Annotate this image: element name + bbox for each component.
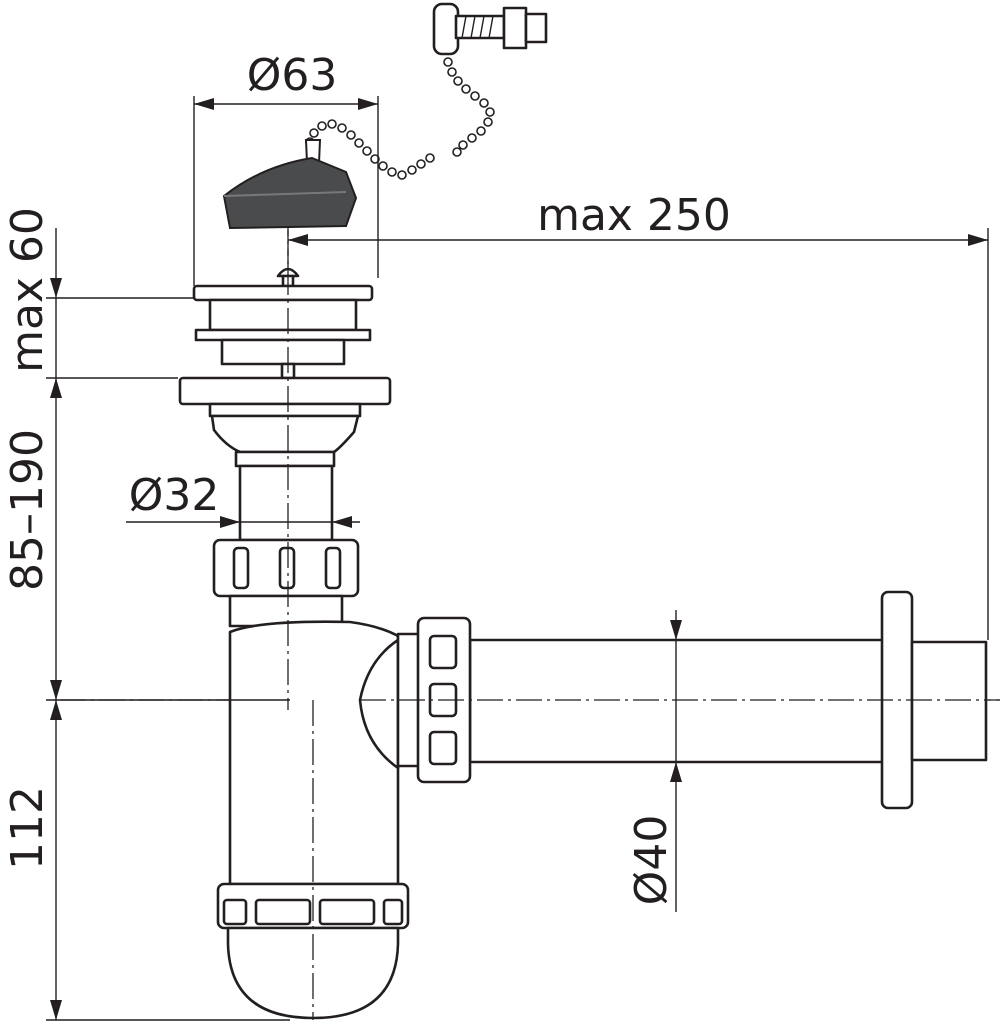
center-lines-overlay: [287, 230, 1000, 1018]
tail-pipe: [238, 464, 334, 542]
label-top-diameter: Ø63: [247, 50, 338, 101]
outlet-pipe: [468, 590, 988, 810]
chain-fixing-screw: [432, 2, 548, 56]
label-max-reach: max 250: [537, 190, 731, 241]
bead-chain: [305, 57, 495, 180]
label-height-range: 85–190: [2, 429, 53, 591]
label-outlet-diameter: Ø40: [626, 815, 677, 906]
drain-strainer: [192, 267, 374, 380]
label-tube-diameter: Ø32: [129, 470, 220, 521]
label-bottom-height: 112: [2, 786, 53, 870]
dimension-top-diameter: [193, 96, 379, 286]
label-max-height: max 60: [2, 207, 53, 373]
dimension-left-verticals: [46, 228, 290, 1021]
dimension-max-reach: [288, 228, 989, 640]
dimension-outlet-diameter: [670, 610, 682, 912]
dimension-tube-diameter: [126, 516, 360, 528]
rubber-plug: [222, 139, 358, 230]
upper-union-nut: [212, 538, 360, 598]
trap-bottle-body: [228, 620, 422, 886]
sink-flange: [178, 376, 392, 468]
